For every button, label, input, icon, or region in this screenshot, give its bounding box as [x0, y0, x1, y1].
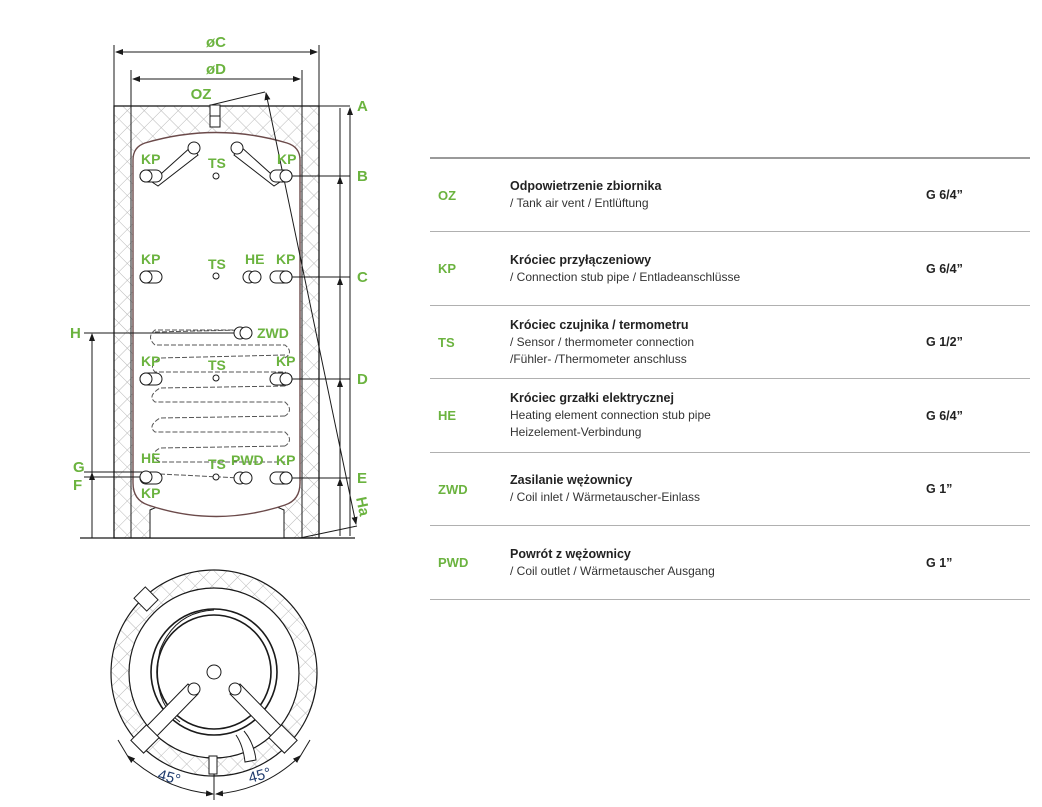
label-ts-e: TS [208, 456, 226, 472]
dim-label-f: F [73, 477, 82, 494]
row-subtitle: / Coil outlet / Wärmetauscher Ausgang [510, 563, 715, 578]
row-description: Króciec czujnika / termometru / Sensor /… [510, 317, 920, 368]
dim-label-g: G [73, 459, 85, 476]
table-row: HE Króciec grzałki elektrycznej Heating … [430, 379, 1030, 453]
table-top-rule [430, 157, 1030, 159]
dim-label-h: H [70, 325, 81, 342]
connections-table: OZ Odpowietrzenie zbiornika / Tank air v… [430, 157, 1030, 600]
label-kp-e-right: KP [276, 452, 295, 468]
label-he-e: HE [141, 450, 160, 466]
label-ts-d: TS [208, 357, 226, 373]
label-kp-d-left: KP [141, 353, 160, 369]
dim-label-e: E [357, 470, 367, 487]
row-size: G 1” [926, 482, 953, 496]
row-title: Króciec przyłączeniowy [510, 252, 652, 267]
row-size: G 1/2” [926, 335, 963, 349]
angle-label-right: 45° [247, 765, 273, 787]
row-code: PWD [438, 555, 469, 570]
right-height-dimensions [286, 105, 353, 536]
row-size: G 6/4” [926, 188, 963, 202]
row-size: G 1” [926, 555, 953, 570]
row-title: Króciec grzałki elektrycznej [510, 391, 674, 405]
row-size: G 6/4” [926, 408, 963, 423]
row-subtitle: / Tank air vent / Entlüftung [510, 196, 649, 210]
label-pwd: PWD [231, 452, 264, 468]
dim-label-ha: Ha [352, 495, 373, 518]
table-row: OZ Odpowietrzenie zbiornika / Tank air v… [430, 159, 1030, 232]
tank-shell [132, 131, 301, 539]
row-subtitle: /Fühler- /Thermometer anschluss [510, 351, 687, 366]
table-row: PWD Powrót z wężownicy / Coil outlet / W… [430, 526, 1030, 600]
row-description: Zasilanie wężownicy / Coil inlet / Wärme… [510, 472, 920, 506]
dim-label-a: A [357, 98, 368, 115]
row-description: Odpowietrzenie zbiornika / Tank air vent… [510, 178, 920, 212]
dim-label-d: øD [206, 61, 226, 78]
row-size: G 6/4” [926, 261, 963, 276]
row-code: ZWD [438, 481, 468, 497]
row-title: Zasilanie wężownicy [510, 473, 633, 487]
plan-view [110, 569, 318, 800]
row-code: HE [438, 408, 457, 423]
heat-exchanger-coil [150, 329, 290, 479]
label-ts-c: TS [208, 256, 226, 272]
dim-ha-line [264, 92, 358, 525]
dim-label-b: B [357, 168, 368, 185]
row-subtitle: / Sensor / thermometer connection [510, 334, 695, 349]
row-subtitle: Heizelement-Verbindung [510, 425, 642, 439]
angle-label-left: 45° [156, 766, 182, 788]
row-subtitle: Heating element connection stub pipe [510, 408, 711, 422]
label-kp-d-right: KP [276, 353, 295, 369]
row-description: Powrót z wężownicy / Coil outlet / Wärme… [510, 546, 920, 580]
row-title: Powrót z wężownicy [510, 546, 631, 561]
row-title: Króciec czujnika / termometru [510, 317, 689, 332]
table-row: KP Króciec przyłączeniowy / Connection s… [430, 232, 1030, 306]
dim-label-c-height: C [357, 269, 368, 286]
row-code: OZ [438, 187, 457, 203]
row-title: Odpowietrzenie zbiornika [510, 179, 662, 193]
label-oz: OZ [191, 86, 212, 103]
label-zwd: ZWD [257, 325, 289, 341]
row-subtitle: / Coil inlet / Wärmetauscher-Einlass [510, 490, 701, 504]
tank-diagram: øC øD OZ Ha A B C D E H G F [70, 34, 373, 800]
label-kp-b-right: KP [277, 151, 296, 167]
row-description: Króciec przyłączeniowy / Connection stub… [510, 252, 920, 286]
row-code: KP [438, 261, 457, 276]
row-subtitle: / Connection stub pipe / Entladeanschlüs… [510, 269, 741, 284]
label-ts-b: TS [208, 155, 226, 171]
label-he-c: HE [245, 251, 264, 267]
dim-label-c: øC [206, 34, 226, 51]
stubs [139, 141, 293, 485]
label-kp-e-left: KP [141, 485, 160, 501]
row-code: TS [438, 334, 455, 350]
row-description: Króciec grzałki elektrycznej Heating ele… [510, 390, 920, 441]
label-kp-c-right: KP [276, 251, 295, 267]
left-height-dimensions [84, 332, 240, 538]
table-row: TS Króciec czujnika / termometru / Senso… [430, 306, 1030, 379]
label-kp-c-left: KP [141, 251, 160, 267]
dim-label-d-height: D [357, 371, 368, 388]
table-row: ZWD Zasilanie wężownicy / Coil inlet / W… [430, 453, 1030, 526]
label-kp-b-left: KP [141, 151, 160, 167]
